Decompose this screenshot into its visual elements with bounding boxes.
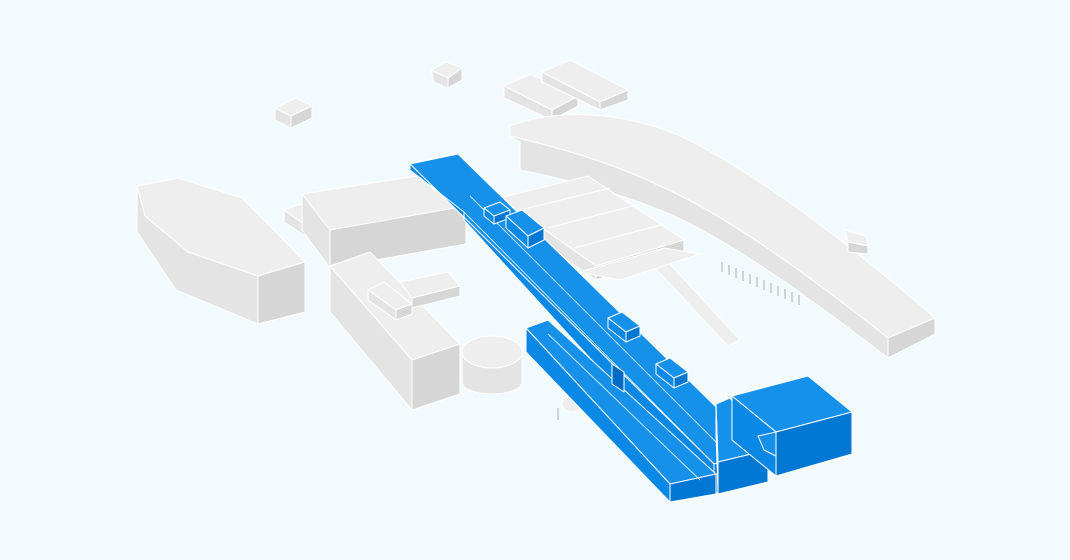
- small-box-building: [274, 97, 313, 129]
- south-wing-building: [329, 251, 461, 411]
- cylinder-tank: [461, 335, 523, 395]
- lower-parallel-wing: [525, 319, 717, 503]
- hex-building: [136, 177, 306, 325]
- north-blocks: [503, 59, 629, 121]
- rooftop-unit-1: [483, 201, 511, 225]
- rooftop-unit-4: [655, 357, 689, 389]
- highlighted-building[interactable]: [409, 153, 853, 503]
- kiosk-building: [430, 61, 463, 89]
- west-wing-building: [283, 173, 467, 269]
- walkway-slab: [654, 261, 741, 347]
- vent-grille: [721, 262, 800, 305]
- east-block: [731, 375, 853, 477]
- rooftop-unit-2: [505, 209, 545, 249]
- rooftop-unit-3: [607, 311, 641, 343]
